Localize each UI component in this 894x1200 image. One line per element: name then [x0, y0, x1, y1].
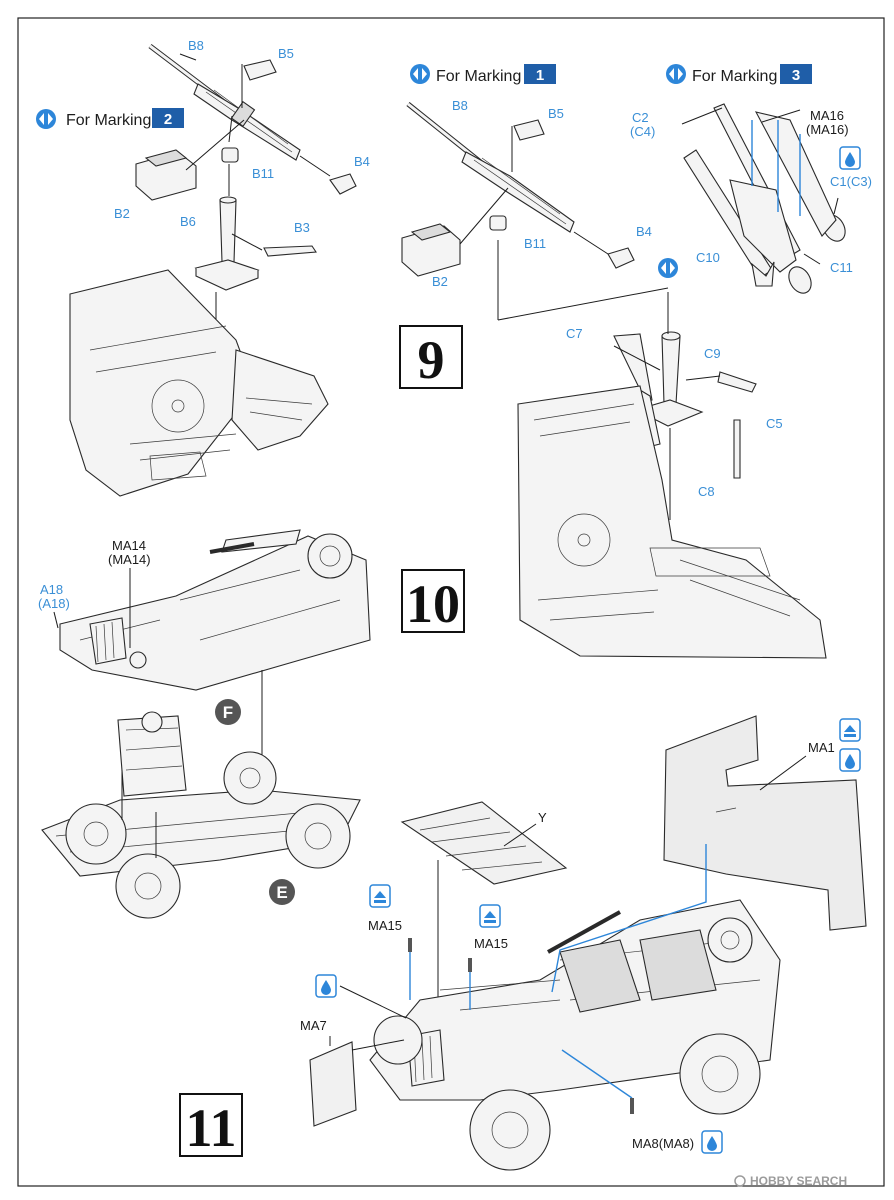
label-y: Y: [538, 810, 547, 825]
subassembly-e: E: [276, 883, 287, 902]
label-ma15: MA15: [368, 918, 402, 933]
glue-drop-icon: [839, 748, 861, 772]
step-number: 10: [406, 574, 460, 634]
jeep-body-step9-right: [517, 385, 827, 659]
label-b2: B2: [432, 274, 448, 289]
glue-drop-icon: [839, 146, 861, 170]
label-ma8: MA8(MA8): [632, 1136, 694, 1151]
label-b8: B8: [452, 98, 468, 113]
label-b11: B11: [524, 236, 546, 251]
part-b3: [263, 245, 317, 257]
photo-etch-icon: [839, 718, 861, 742]
marking-selector-icon: [658, 258, 678, 278]
part-ma7: [309, 1041, 357, 1127]
subassembly-e-badge: E: [269, 879, 295, 905]
hobby-search-watermark: HOBBY SEARCH: [734, 1174, 847, 1188]
label-ma14: MA14: [112, 538, 146, 553]
label-b5: B5: [278, 46, 294, 61]
step-9-box: 9: [399, 325, 463, 390]
label-ma16: MA16: [810, 108, 844, 123]
label-c10: C10: [696, 250, 720, 265]
part-ma8: [630, 1098, 634, 1114]
marking1-number: 1: [536, 67, 544, 84]
label-c9: C9: [704, 346, 721, 361]
part-ma15-b: [468, 958, 472, 972]
step-number: 9: [418, 330, 445, 390]
chassis-assembly: [41, 711, 361, 919]
machine-gun-drawing: [148, 44, 301, 161]
step-11-box: 11: [179, 1093, 243, 1158]
marking-selector-icon: [666, 64, 686, 84]
step9-pedestal-m3: C7 C9 C6 C5 C8: [566, 292, 783, 520]
canvas-top-ma1: MA1: [663, 715, 867, 931]
marking2-badge: [152, 108, 184, 128]
jeep-final-assembly: [369, 899, 781, 1171]
label-b5: B5: [548, 106, 564, 121]
label-ma7: MA7: [300, 1018, 327, 1033]
step9-center-arrows: [459, 126, 669, 321]
marking3-number: 3: [792, 67, 800, 84]
marking2-label: For Marking: [66, 112, 151, 129]
step9-marking1-assembly: For Marking 1 B8 B5 B11 B4 B2: [401, 64, 669, 321]
step-10-box: 10: [401, 569, 465, 634]
label-c4: (C4): [630, 124, 655, 139]
photo-etch-icon: [479, 904, 501, 928]
step10-body-assembly: MA14 (MA14) A18 (A18): [38, 529, 371, 794]
label-c8: C8: [698, 484, 715, 499]
label-b11: B11: [252, 166, 274, 181]
label-c2: C2: [632, 110, 649, 125]
folded-top-y: Y: [400, 801, 568, 1004]
label-a18: A18: [40, 582, 63, 597]
step9-marking3-assembly: For Marking 3 C2 (C4) MA16 (MA16) C1(C3)…: [630, 64, 872, 294]
label-ma14-alt: (MA14): [108, 552, 151, 567]
label-c7: C7: [566, 326, 583, 341]
marking3-label: For Marking: [692, 68, 777, 85]
label-b4: B4: [354, 154, 370, 169]
step11-labels: MA15 MA15 MA7 MA8(MA8): [300, 884, 723, 1154]
recoilless-rifle-drawing: [683, 103, 846, 294]
label-b4: B4: [636, 224, 652, 239]
ammo-box-b2-b: [401, 223, 461, 277]
part-b4-b: [607, 247, 635, 269]
label-b3: B3: [294, 220, 310, 235]
label-ma15: MA15: [474, 936, 508, 951]
sheet-border: [17, 17, 885, 1187]
part-b5-a: [243, 59, 277, 81]
label-ma1: MA1: [808, 740, 835, 755]
label-c1: C1(C3): [830, 174, 872, 189]
label-a18-alt: (A18): [38, 596, 70, 611]
label-ma16-alt: (MA16): [806, 122, 849, 137]
step-number: 11: [185, 1098, 236, 1158]
marking3-badge: [780, 64, 812, 84]
jeep-body-step9-left: [69, 269, 329, 497]
step9-marking2-assembly: For Marking 2: [36, 38, 370, 497]
machine-gun-drawing-b: [406, 102, 575, 233]
marking2-number: 2: [164, 111, 172, 128]
pedestal-b6: [194, 196, 260, 291]
label-c11: C11: [830, 260, 853, 275]
part-b5-b: [513, 119, 545, 141]
marking-selector-icon: [36, 109, 56, 129]
step11-blue-leaders: [409, 844, 707, 1099]
marking-selector-icon: [410, 64, 430, 84]
glue-drop-icon: [315, 974, 337, 998]
label-b6: B6: [180, 214, 196, 229]
mount-b11-b: [489, 215, 507, 231]
part-b4-a: [329, 173, 357, 195]
label-c5: C5: [766, 416, 783, 431]
step9-right-arrows: [681, 107, 839, 265]
marking1-label: For Marking: [436, 68, 521, 85]
mount-b11-a: [221, 147, 239, 163]
ammo-box-b2-a: [135, 149, 197, 201]
subassembly-f-badge: F: [215, 699, 241, 725]
photo-etch-icon: [369, 884, 391, 908]
part-ma15-a: [408, 938, 412, 952]
label-b8: B8: [188, 38, 204, 53]
label-b2: B2: [114, 206, 130, 221]
subassembly-f: F: [223, 703, 233, 722]
watermark-text: HOBBY SEARCH: [750, 1174, 847, 1188]
marking1-badge: [524, 64, 556, 84]
glue-drop-icon: [701, 1130, 723, 1154]
